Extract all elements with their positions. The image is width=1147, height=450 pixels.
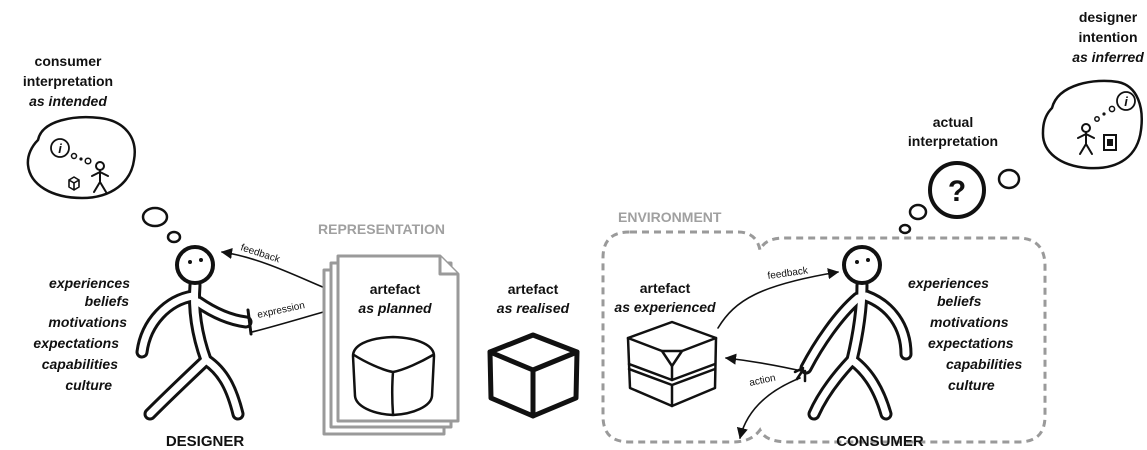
- consumer-trait-expectations: expectations: [928, 335, 1014, 351]
- split-cube-icon: [626, 320, 718, 408]
- designer-intention-line3: as inferred: [1072, 49, 1144, 65]
- realised-artefact-label: artefact: [508, 281, 559, 297]
- designer-trait-culture: culture: [65, 377, 112, 393]
- bold-cube-icon: [487, 332, 580, 419]
- action-arrow-down: [736, 377, 801, 440]
- designer-hand: [246, 308, 253, 336]
- thought-dots: [70, 152, 92, 165]
- intention-symbol: i: [58, 141, 62, 156]
- designer-trait-capabilities: capabilities: [42, 356, 118, 372]
- inferred-intention-symbol: i: [1124, 94, 1128, 109]
- designer-head: [175, 245, 215, 285]
- inferred-thought-dots: [1094, 105, 1116, 122]
- consumer-trait-culture: culture: [948, 377, 995, 393]
- question-bubble: ?: [928, 161, 986, 219]
- designer-trait-motivations: motivations: [48, 314, 127, 330]
- intention-icon: i: [50, 138, 70, 158]
- rounded-cube-icon: [351, 335, 436, 417]
- thought-bubble-tiny: [898, 223, 912, 235]
- designer-thought-bubble: [26, 116, 136, 200]
- expression-label: expression: [256, 300, 306, 321]
- person-icon: [91, 161, 109, 193]
- designer-body-fill: [142, 285, 246, 414]
- consumer-hand: [793, 366, 807, 383]
- consumer-head: [842, 245, 882, 285]
- environment-title: ENVIRONMENT: [618, 209, 722, 225]
- environment-boundary: [601, 230, 1047, 444]
- consumer-trait-motivations: motivations: [930, 314, 1009, 330]
- planned-artefact-label: artefact: [370, 281, 421, 297]
- cube-icon: [68, 176, 80, 191]
- designer-trait-experiences: experiences: [49, 275, 130, 291]
- document-folded-corner: [438, 256, 458, 276]
- action-label: action: [748, 373, 776, 389]
- consumer-trait-experiences: experiences: [908, 275, 989, 291]
- designer-intention-line1: designer: [1079, 9, 1138, 25]
- question-mark-icon: ?: [948, 175, 966, 208]
- designer-label: DESIGNER: [166, 433, 245, 450]
- realised-artefact-qualifier: as realised: [497, 300, 570, 316]
- consumer-interpretation-line2: interpretation: [23, 73, 113, 89]
- consumer-interpretation-line1: consumer: [35, 53, 102, 69]
- designer-intention-line2: intention: [1078, 29, 1137, 45]
- consumer-label: CONSUMER: [836, 433, 924, 450]
- consumer-thought-bubble: [1041, 79, 1143, 170]
- designer-feedback-arrow: [220, 247, 331, 291]
- thought-bubble-large: [141, 206, 169, 228]
- consumer-trait-capabilities: capabilities: [946, 356, 1022, 372]
- document-icon: [1103, 134, 1117, 151]
- experienced-artefact-qualifier: as experienced: [614, 299, 716, 315]
- inferred-intention-icon: i: [1116, 91, 1136, 111]
- designer-trait-expectations: expectations: [33, 335, 119, 351]
- actual-interpretation-line2: interpretation: [908, 133, 998, 149]
- consumer-feedback-arrow: [717, 268, 840, 329]
- thought-bubble-medium: [908, 203, 928, 221]
- person-icon: [1077, 123, 1095, 155]
- representation-title: REPRESENTATION: [318, 221, 445, 237]
- experienced-artefact-label: artefact: [640, 280, 691, 296]
- action-arrow-to-artefact: [724, 353, 807, 373]
- consumer-trait-beliefs: beliefs: [937, 293, 982, 309]
- consumer-interpretation-line3: as intended: [29, 93, 107, 109]
- planned-artefact-qualifier: as planned: [358, 300, 432, 316]
- designer-trait-beliefs: beliefs: [85, 293, 130, 309]
- thought-bubble-small: [166, 230, 182, 244]
- thought-bubble-to-inferred: [997, 168, 1021, 190]
- actual-interpretation-line1: actual: [933, 114, 973, 130]
